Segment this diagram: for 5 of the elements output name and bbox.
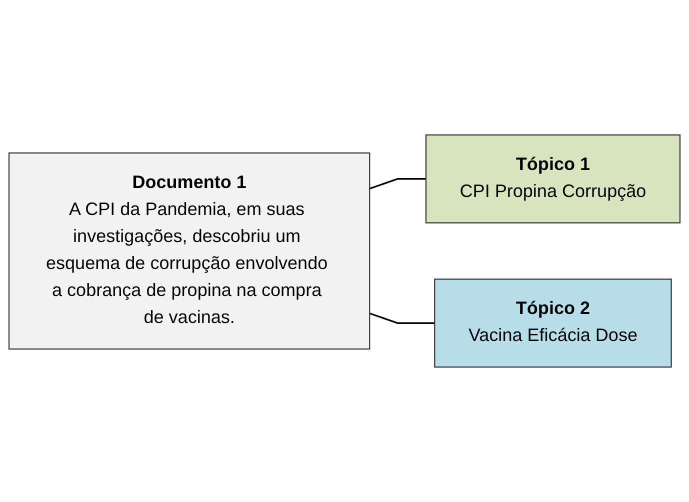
topic-box: Tópico 2 Vacina Eficácia Dose — [434, 278, 672, 368]
topic-box: Tópico 1 CPI Propina Corrupção — [425, 134, 681, 224]
topic-box: Documento 1 A CPI da Pandemia, em suas investigações, descobriu um esquema de corrupção envolvendo a cobrança de propina na compra de vacinas. — [8, 152, 370, 350]
connector-line — [369, 312, 435, 324]
connector-line — [369, 178, 426, 190]
